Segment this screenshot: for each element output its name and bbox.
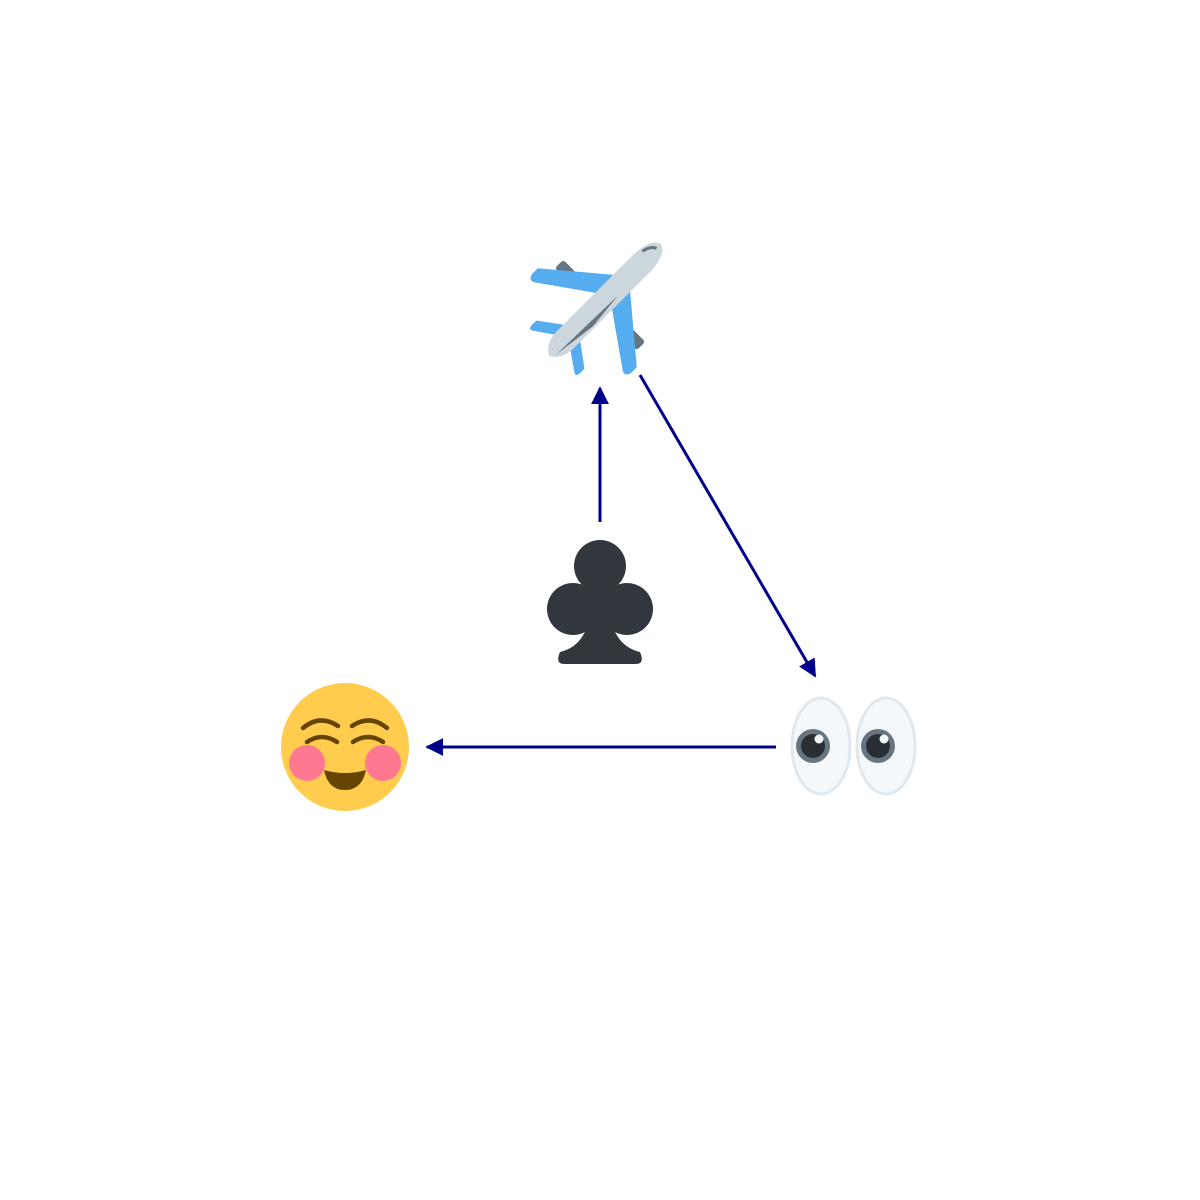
- airplane-icon: [529, 242, 663, 376]
- edge-airplane-to-eyes: [638, 374, 817, 678]
- smiling-face-blush-icon: [281, 683, 409, 811]
- club-suit-icon: [547, 540, 653, 664]
- eyes-icon: [790, 696, 917, 796]
